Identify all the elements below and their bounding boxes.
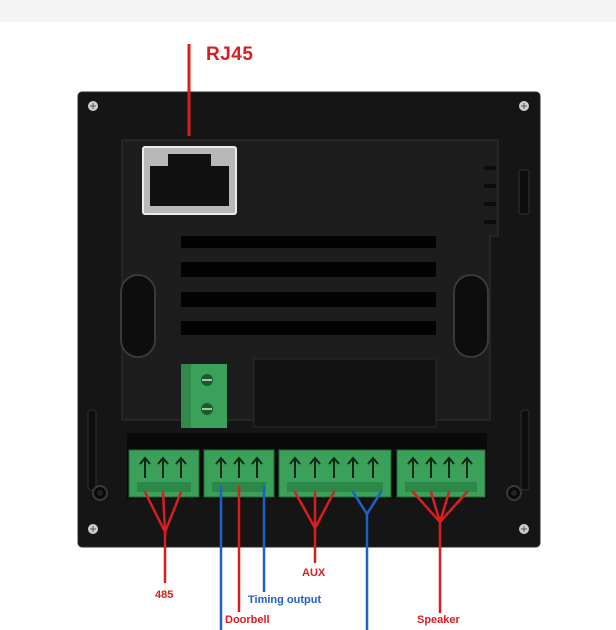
- speaker-leader-lines: [411, 490, 469, 614]
- aux-label: AUX: [302, 567, 326, 579]
- rs485-leader-lines: [143, 490, 183, 584]
- power-terminal-block: [181, 364, 227, 428]
- left-clip: [120, 274, 156, 358]
- terminal-block-485: [128, 449, 200, 498]
- screw-icon: [519, 524, 529, 534]
- rj45-port: [142, 146, 237, 215]
- speaker-label: Speaker: [417, 614, 460, 626]
- rs485-label: 485: [155, 589, 174, 601]
- terminal-block-aux: [278, 449, 392, 498]
- screw-icon: [88, 101, 98, 111]
- doorbell-label: Doorbell: [225, 614, 270, 626]
- aux-blue-leader-lines: [351, 490, 383, 630]
- rj45-label: RJ45: [206, 44, 254, 65]
- side-slot: [518, 169, 530, 215]
- aux-leader-lines: [293, 490, 336, 564]
- label-recess: [253, 358, 437, 428]
- timing-output-label: Timing output: [248, 594, 322, 606]
- terminal-block-speaker: [396, 449, 486, 498]
- screw-icon: [519, 101, 529, 111]
- right-clip: [453, 274, 489, 358]
- top-bar: [0, 0, 616, 22]
- screw-icon: [88, 524, 98, 534]
- side-vents: [484, 166, 496, 224]
- mounting-hole: [92, 485, 108, 501]
- vent-slots: [181, 236, 436, 335]
- mounting-hole: [506, 485, 522, 501]
